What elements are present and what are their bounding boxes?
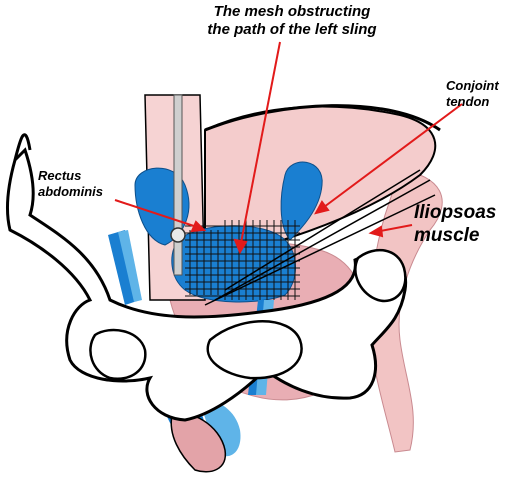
right-hip-socket xyxy=(354,248,407,303)
arrow-conjoint xyxy=(319,103,463,211)
label-iliopsoas-line2: muscle xyxy=(414,224,480,246)
lower-pink-organ xyxy=(170,412,226,473)
label-rectus-line2: abdominis xyxy=(38,183,104,199)
instrument-tip xyxy=(170,227,186,243)
arrow-mesh xyxy=(239,41,281,249)
arrow-rectus xyxy=(114,199,201,229)
lower-vessel-mid xyxy=(200,399,241,457)
vessel-right-upper xyxy=(280,161,323,241)
right-iliac-crest xyxy=(204,104,441,132)
label-mesh-line1: The mesh obstructing xyxy=(213,3,371,20)
left-cord-light xyxy=(118,230,142,302)
annotation-arrows xyxy=(114,41,463,255)
label-conjoint-line2: tendon xyxy=(446,93,490,109)
label-mesh-line2: the path of the left sling xyxy=(207,21,377,38)
arrow-rectus-head xyxy=(190,220,207,233)
arrow-conjoint-head xyxy=(314,200,330,215)
label-rectus-line1: Rectus xyxy=(38,168,82,183)
label-conjoint-tendon: Conjoint tendon xyxy=(446,78,499,109)
arrow-mesh-head xyxy=(233,238,248,255)
left-iliac-crest xyxy=(13,133,32,161)
label-conjoint-line1: Conjoint xyxy=(446,78,499,93)
label-mesh-obstructing: The mesh obstructing the path of the lef… xyxy=(172,3,412,39)
sling-lines xyxy=(204,169,436,306)
obturator-foramen-left xyxy=(89,328,147,381)
label-iliopsoas-muscle: Iliopsoas muscle xyxy=(414,202,496,248)
label-rectus-abdominis: Rectus abdominis xyxy=(38,168,103,199)
surgical-instrument xyxy=(173,94,183,276)
arrow-iliopsoas-head xyxy=(368,225,384,238)
label-iliopsoas-line1: Iliopsoas xyxy=(414,202,497,223)
obturator-foramen-right xyxy=(206,320,303,380)
